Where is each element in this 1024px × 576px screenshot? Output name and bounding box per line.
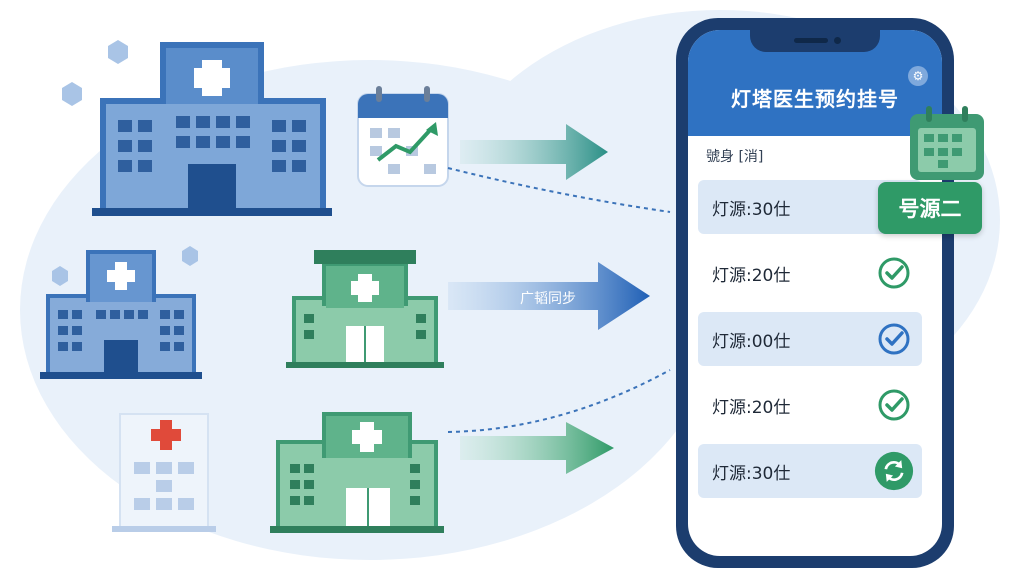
slot-label: 灯源:20仕 bbox=[712, 265, 791, 286]
speaker-icon bbox=[794, 38, 828, 43]
hospital-building-icon bbox=[92, 42, 332, 216]
deco-hexagon bbox=[182, 246, 198, 266]
check-circle-icon bbox=[874, 253, 914, 293]
hospital-building-icon bbox=[40, 250, 202, 379]
arrow-right-icon bbox=[460, 422, 614, 474]
slot-badge: 号源二 bbox=[878, 182, 982, 234]
calendar-icon bbox=[357, 86, 449, 187]
connector-line bbox=[447, 167, 671, 213]
sync-label: 广韬同步 bbox=[520, 291, 576, 307]
deco-hexagon bbox=[108, 40, 128, 64]
phone-screen: 灯塔医生预约挂号 ⚙ 號身 [消] 灯源:30仕 灯源:20仕 灯源:00仕 bbox=[688, 30, 942, 556]
section-label: 號身 [消] bbox=[706, 149, 764, 165]
phone-notch bbox=[750, 30, 880, 52]
slot-row[interactable]: 灯源:20仕 bbox=[698, 246, 922, 300]
hospital-building-icon bbox=[270, 412, 444, 533]
check-circle-icon bbox=[874, 385, 914, 425]
slot-label: 灯源:30仕 bbox=[712, 199, 791, 220]
arrow-right-icon bbox=[460, 124, 608, 180]
calendar-icon bbox=[910, 106, 984, 180]
slot-label: 灯源:30仕 bbox=[712, 463, 791, 484]
app-title: 灯塔医生预约挂号 bbox=[731, 87, 899, 111]
phone-frame: 灯塔医生预约挂号 ⚙ 號身 [消] 灯源:30仕 灯源:20仕 灯源:00仕 bbox=[676, 18, 954, 568]
deco-hexagon bbox=[62, 82, 82, 106]
connector-line bbox=[447, 369, 671, 433]
deco-hexagon bbox=[52, 266, 68, 286]
slot-row[interactable]: 灯源:20仕 bbox=[698, 378, 922, 432]
check-circle-icon bbox=[874, 319, 914, 359]
slot-label: 灯源:00仕 bbox=[712, 331, 791, 352]
arrow-right-icon bbox=[448, 262, 650, 330]
refresh-icon[interactable] bbox=[874, 451, 914, 491]
slot-row[interactable]: 灯源:00仕 bbox=[698, 312, 922, 366]
gear-icon[interactable]: ⚙ bbox=[908, 66, 928, 86]
camera-icon bbox=[834, 37, 841, 44]
clinic-building-icon bbox=[112, 413, 216, 532]
slot-label: 灯源:20仕 bbox=[712, 397, 791, 418]
hospital-building-icon bbox=[286, 250, 444, 368]
slot-row[interactable]: 灯源:30仕 bbox=[698, 444, 922, 498]
